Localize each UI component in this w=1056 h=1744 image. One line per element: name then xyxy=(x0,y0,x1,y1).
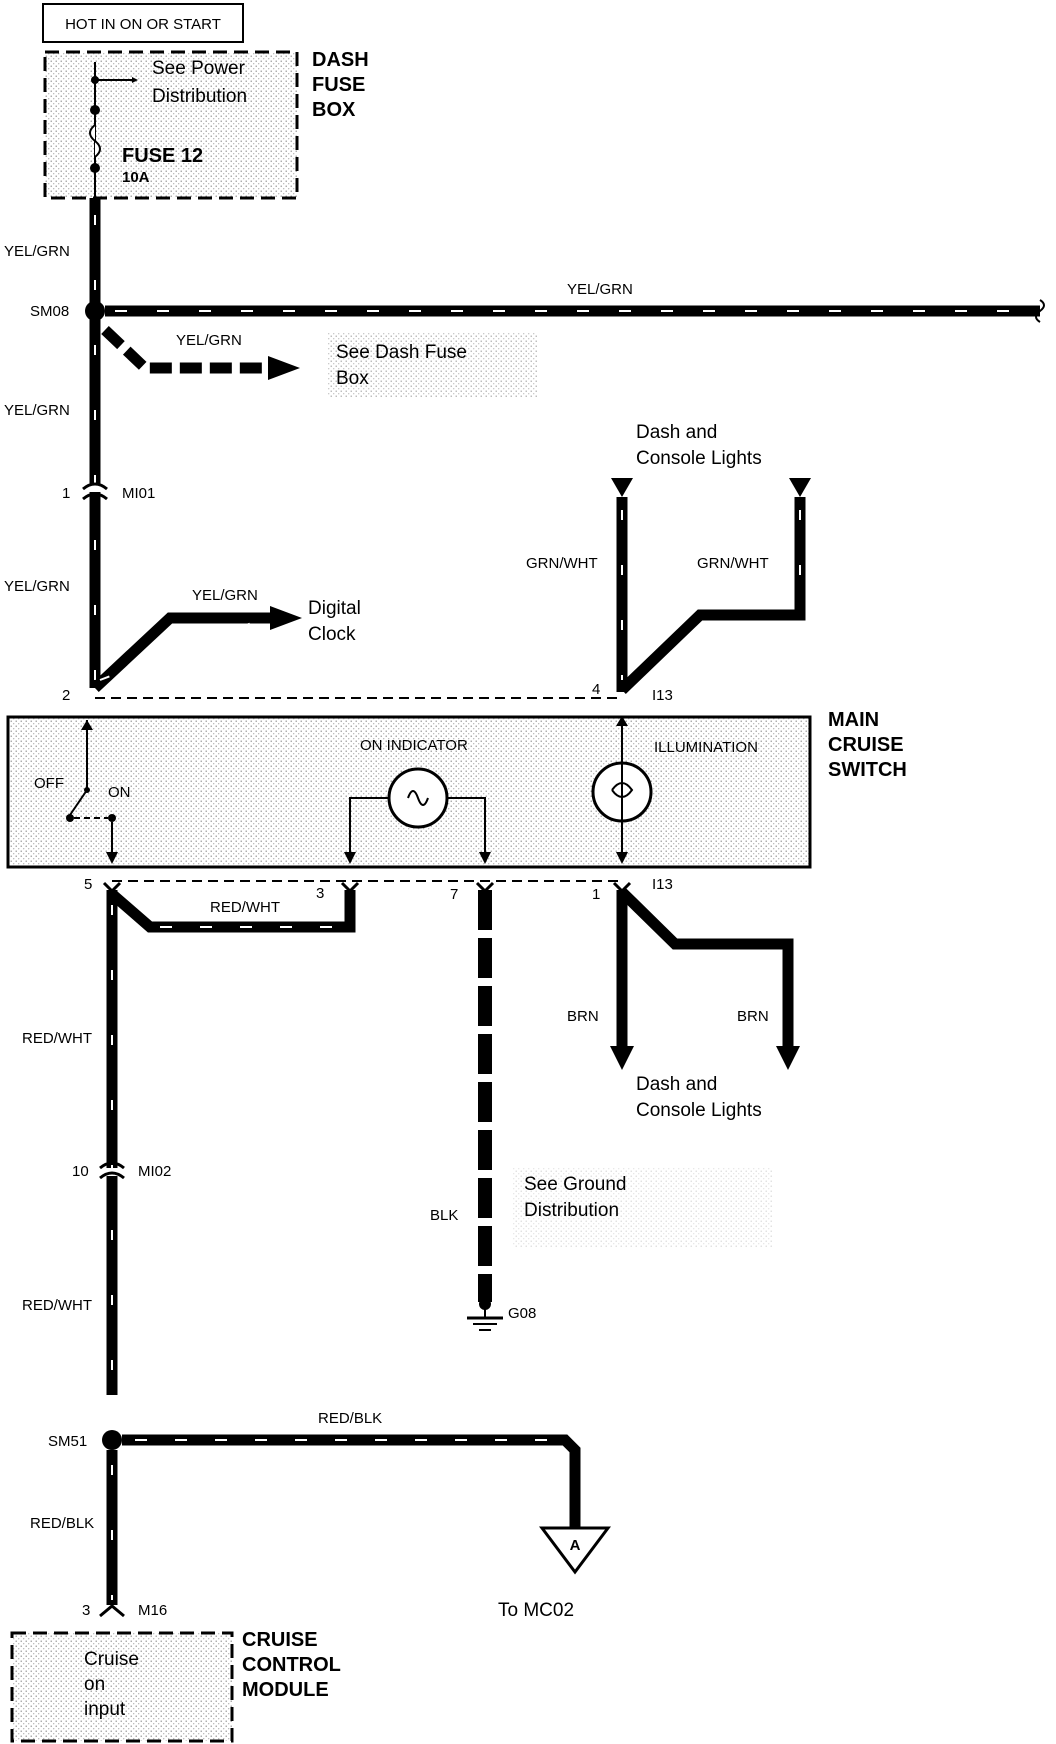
connector-mi01-label: MI01 xyxy=(122,485,155,502)
connector-m16-icon xyxy=(99,1604,125,1618)
pin-5-label: 5 xyxy=(84,876,92,893)
wire-label-grn-wht-1: GRN/WHT xyxy=(526,555,598,572)
fuse-symbol-icon xyxy=(89,124,101,158)
wire-red-wht xyxy=(106,889,356,1395)
ground-g08-icon xyxy=(467,1298,503,1331)
fuse-name: FUSE 12 xyxy=(122,145,203,167)
switch-off-label: OFF xyxy=(34,775,64,792)
see-dash-fuse-box-line1: See Dash Fuse xyxy=(336,342,467,363)
wire-brn xyxy=(610,888,800,1070)
dash-lights-bottom-line1: Dash and xyxy=(636,1074,717,1095)
main-cruise-switch-title-line1: MAIN xyxy=(828,709,879,731)
cruise-module-title-line1: CRUISE xyxy=(242,1629,318,1651)
connector-i13-bottom-label: I13 xyxy=(652,876,673,893)
connector-mi02-label: MI02 xyxy=(138,1163,171,1180)
wire-grn-wht xyxy=(611,478,811,694)
main-cruise-switch: OFF ON ON INDICATOR ILLUMINATION xyxy=(6,715,812,869)
wire-label-red-blk-1: RED/BLK xyxy=(318,1410,382,1427)
wire-yel-grn-clock-branch xyxy=(91,606,302,693)
wire-label-red-wht-3: RED/WHT xyxy=(22,1297,92,1314)
dash-fuse-box-title-line2: FUSE xyxy=(312,74,365,96)
pin-4-label: 4 xyxy=(592,681,600,698)
dash-fuse-box: See Power Distribution FUSE 12 10A xyxy=(43,50,299,200)
ground-g08-label: G08 xyxy=(508,1305,536,1322)
dash-lights-top-line2: Console Lights xyxy=(636,448,762,469)
cruise-control-module: Cruise on input xyxy=(10,1631,234,1743)
dash-fuse-box-title-line1: DASH xyxy=(312,49,369,71)
power-source-label: HOT IN ON OR START xyxy=(65,16,221,33)
dash-lights-bottom-line2: Console Lights xyxy=(636,1100,762,1121)
wire-label-brn-1: BRN xyxy=(567,1008,599,1025)
wire-label-yel-grn-3: YEL/GRN xyxy=(4,578,70,595)
see-ground-line1: See Ground xyxy=(524,1174,626,1195)
see-power-distribution-line1: See Power xyxy=(152,58,246,79)
see-dash-fuse-box-line2: Box xyxy=(336,368,369,389)
switch-on-label: ON xyxy=(108,784,131,801)
wire-label-yel-grn-2: YEL/GRN xyxy=(4,402,70,419)
to-mc02-label: To MC02 xyxy=(498,1600,574,1621)
wire-label-red-wht-1: RED/WHT xyxy=(210,899,280,916)
wire-label-yel-grn-1: YEL/GRN xyxy=(4,243,70,260)
main-cruise-switch-title-line3: SWITCH xyxy=(828,759,907,781)
splice-sm51-label: SM51 xyxy=(48,1433,87,1450)
connector-a-label: A xyxy=(570,1537,581,1554)
wire-label-red-blk-2: RED/BLK xyxy=(30,1515,94,1532)
connector-m16-label: M16 xyxy=(138,1602,167,1619)
connector-a-triangle-icon xyxy=(539,1526,611,1575)
wire-label-yel-grn-branch: YEL/GRN xyxy=(176,332,242,349)
wire-label-grn-wht-2: GRN/WHT xyxy=(697,555,769,572)
wire-label-brn-2: BRN xyxy=(737,1008,769,1025)
connector-mi02-icon xyxy=(99,1161,125,1180)
pin-2-label: 2 xyxy=(62,687,70,704)
wire-yel-grn-dash-fuse-branch xyxy=(101,326,300,380)
splice-sm51-dot xyxy=(102,1430,122,1450)
splice-sm08-label: SM08 xyxy=(30,303,69,320)
cruise-input-line2: on xyxy=(84,1674,105,1695)
wire-yel-grn-horizontal xyxy=(105,299,1045,323)
wire-break-icon xyxy=(1035,299,1045,323)
wire-label-yel-grn-horizontal: YEL/GRN xyxy=(567,281,633,298)
illumination-label: ILLUMINATION xyxy=(654,739,758,756)
splice-sm08-dot xyxy=(85,301,105,321)
pin-1-label: 1 xyxy=(592,886,600,903)
wire-label-yel-grn-clock: YEL/GRN xyxy=(192,587,258,604)
wire-label-red-wht-2: RED/WHT xyxy=(22,1030,92,1047)
cruise-module-title-line2: CONTROL xyxy=(242,1654,341,1676)
digital-clock-line2: Clock xyxy=(308,624,356,645)
power-source-label-box: HOT IN ON OR START xyxy=(42,3,244,43)
connector-mi01-pin: 1 xyxy=(62,485,70,502)
on-indicator-label: ON INDICATOR xyxy=(360,737,468,754)
cruise-input-line3: input xyxy=(84,1699,126,1720)
wire-red-blk xyxy=(106,1434,581,1605)
pin-3-label: 3 xyxy=(316,885,324,902)
dash-fuse-box-title-line3: BOX xyxy=(312,99,356,121)
connector-mi02-pin: 10 xyxy=(72,1163,89,1180)
cruise-module-title-line3: MODULE xyxy=(242,1679,329,1701)
cruise-input-line1: Cruise xyxy=(84,1649,139,1670)
fuse-rating: 10A xyxy=(122,169,150,186)
wire-label-blk: BLK xyxy=(430,1207,458,1224)
see-ground-line2: Distribution xyxy=(524,1200,619,1221)
pin-7-label: 7 xyxy=(450,886,458,903)
see-power-distribution-line2: Distribution xyxy=(152,86,247,107)
connector-i13-top-label: I13 xyxy=(652,687,673,704)
see-ground-screen xyxy=(512,1168,772,1248)
digital-clock-line1: Digital xyxy=(308,598,361,619)
dash-lights-top-line1: Dash and xyxy=(636,422,717,443)
main-cruise-switch-title-line2: CRUISE xyxy=(828,734,904,756)
see-dash-fuse-box-screen xyxy=(328,332,538,398)
connector-m16-pin: 3 xyxy=(82,1602,90,1619)
connector-mi01-icon xyxy=(82,482,108,501)
